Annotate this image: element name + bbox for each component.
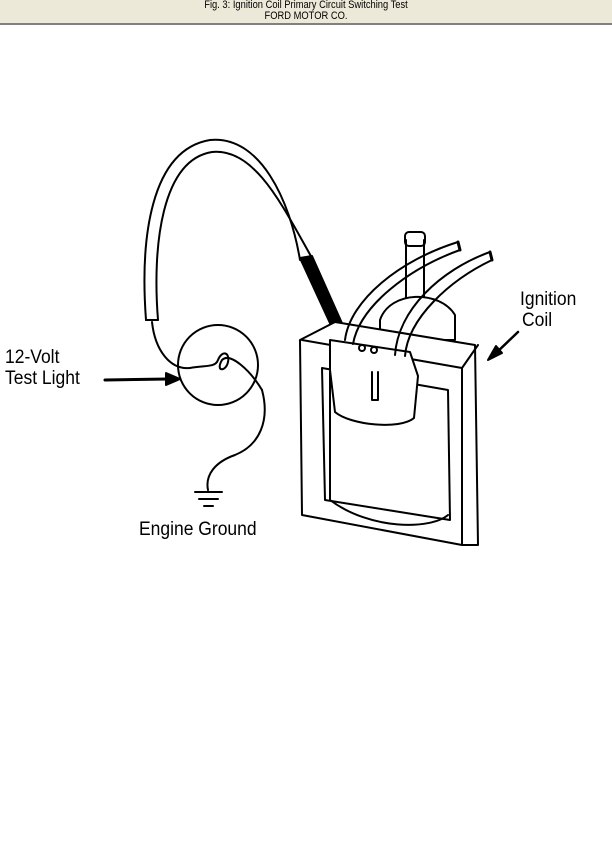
ignition-coil-label-line2: Coil bbox=[522, 310, 553, 331]
test-lead-cable bbox=[143, 138, 349, 347]
ground-wire bbox=[206, 389, 266, 491]
test-light-arrow bbox=[103, 377, 170, 382]
figure-caption-bar: Fig. 3: Ignition Coil Primary Circuit Sw… bbox=[0, 0, 612, 25]
ignition-coil bbox=[299, 231, 494, 546]
ground-symbol-icon bbox=[194, 491, 223, 507]
lead-wire bbox=[151, 321, 191, 370]
figure-source: FORD MOTOR CO. bbox=[264, 10, 348, 22]
test-light-label-line1: 12-Volt bbox=[5, 347, 60, 368]
test-light-bulb bbox=[177, 324, 263, 406]
figure-caption: Fig. 3: Ignition Coil Primary Circuit Sw… bbox=[204, 0, 408, 11]
ignition-coil-label-line1: Ignition bbox=[520, 289, 577, 310]
test-light-label-line2: Test Light bbox=[5, 368, 80, 389]
engine-ground-label: Engine Ground bbox=[139, 519, 257, 540]
